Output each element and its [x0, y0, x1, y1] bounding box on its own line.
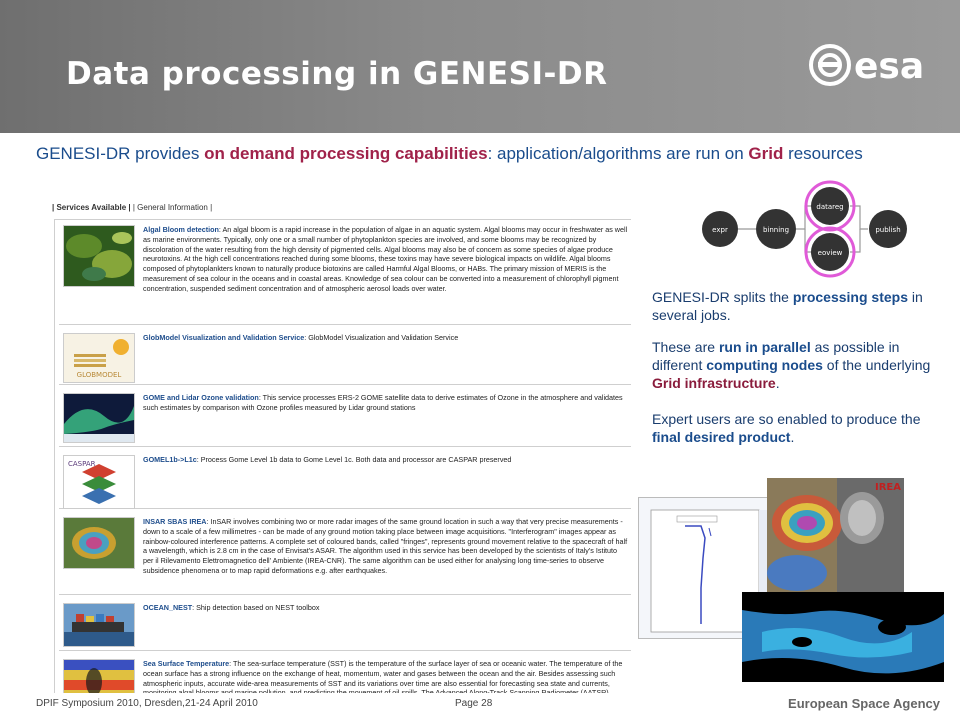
service-link[interactable]: GOMEL1b->L1c — [143, 455, 197, 464]
side-paragraph-1: GENESI-DR splits the processing steps in… — [652, 288, 952, 324]
side-paragraph-3: Expert users are so enabled to produce t… — [652, 410, 952, 446]
service-item[interactable]: GOME and Lidar Ozone validation: This se… — [59, 388, 631, 447]
caspar-thumbnail: CASPAR — [63, 455, 135, 509]
workflow-node-label: eoview — [818, 249, 843, 257]
footer-event: DPIF Symposium 2010, Dresden,21-24 April… — [36, 698, 258, 709]
intro-part: resources — [783, 144, 863, 163]
tab-services-available[interactable]: | Services Available | — [52, 203, 131, 212]
service-item[interactable]: Algal Bloom detection: An algal bloom is… — [59, 220, 631, 325]
globmodel-label: GLOBMODEL — [77, 371, 122, 379]
tab-general-information[interactable]: | General Information | — [132, 203, 213, 212]
insar-thumbnail — [63, 517, 135, 569]
esa-logo-icon: esa — [809, 44, 924, 87]
service-text: : GlobModel Visualization and Validation… — [304, 333, 459, 342]
side-text: GENESI-DR splits the — [652, 289, 793, 305]
service-text: : This service processes ERS-2 GOME sate… — [143, 393, 623, 412]
service-text: : An algal bloom is a rapid increase in … — [143, 225, 628, 293]
workflow-node-binning: binning — [756, 209, 796, 249]
side-highlight: computing nodes — [706, 357, 823, 373]
workflow-node-label: binning — [763, 226, 789, 234]
globmodel-thumbnail: GLOBMODEL — [63, 333, 135, 383]
service-description: OCEAN_NEST: Ship detection based on NEST… — [143, 603, 629, 613]
service-description: GOME and Lidar Ozone validation: This se… — [143, 393, 629, 413]
service-description: INSAR SBAS IREA: InSAR involves combinin… — [143, 517, 629, 576]
highlight-ring-icon — [804, 180, 856, 232]
ship-thumbnail — [63, 603, 135, 647]
irea-label: IREA — [875, 482, 901, 493]
service-description: GlobModel Visualization and Validation S… — [143, 333, 629, 343]
intro-highlight: Grid — [748, 144, 784, 163]
footer-page-number: Page 28 — [455, 698, 493, 709]
workflow-node-eoview: eoview — [811, 233, 849, 271]
service-text: : Process Gome Level 1b data to Gome Lev… — [196, 455, 512, 464]
intro-highlight: on demand processing capabilities — [204, 144, 488, 163]
intro-part: : application/algorithms are run on — [487, 144, 749, 163]
service-link[interactable]: GlobModel Visualization and Validation S… — [143, 333, 305, 342]
workflow-diagram: expr binning datareg eoview publish — [702, 180, 907, 278]
slide-footer: DPIF Symposium 2010, Dresden,21-24 April… — [0, 694, 960, 720]
workflow-node-datareg: datareg — [811, 187, 849, 225]
side-highlight: Grid infrastructure — [652, 375, 776, 391]
side-text: . — [775, 375, 780, 391]
side-text: of the underlying — [822, 357, 931, 373]
service-link[interactable]: OCEAN_NEST — [143, 603, 193, 612]
algal-bloom-thumbnail — [63, 225, 135, 287]
service-description: Algal Bloom detection: An algal bloom is… — [143, 225, 629, 294]
side-paragraph-2: These are run in parallel as possible in… — [652, 338, 952, 392]
service-link[interactable]: Algal Bloom detection — [143, 225, 219, 234]
services-tabs: | Services Available | | General Informa… — [52, 203, 632, 217]
highlight-ring-icon — [804, 226, 856, 278]
service-item[interactable]: OCEAN_NEST: Ship detection based on NEST… — [59, 598, 631, 651]
service-text: : The sea-surface temperature (SST) is t… — [143, 659, 623, 693]
workflow-node-label: publish — [875, 226, 900, 234]
service-link[interactable]: Sea Surface Temperature — [143, 659, 230, 668]
footer-organization: European Space Agency — [788, 696, 940, 711]
services-list: Algal Bloom detection: An algal bloom is… — [54, 219, 631, 693]
side-text: in several jobs. — [652, 289, 923, 323]
intro-part: GENESI-DR provides — [36, 144, 205, 163]
workflow-node-label: datareg — [816, 203, 843, 211]
service-text: : InSAR involves combining two or more r… — [143, 517, 628, 575]
interferogram-image: IREA — [767, 478, 904, 598]
slide-header: Data processing in GENESI-DR esa — [0, 0, 960, 133]
sst-thumbnail — [63, 659, 135, 693]
service-text: : Ship detection based on NEST toolbox — [192, 603, 320, 612]
esa-logo-text: esa — [854, 46, 924, 87]
side-text: Expert users are so enabled to produce t… — [652, 411, 921, 427]
service-item[interactable]: INSAR SBAS IREA: InSAR involves combinin… — [59, 512, 631, 595]
side-highlight: run in parallel — [718, 339, 811, 355]
slide-title: Data processing in GENESI-DR — [66, 56, 608, 92]
service-item[interactable]: CASPAR GOMEL1b->L1c: Process Gome Level … — [59, 450, 631, 509]
services-screenshot: | Services Available | | General Informa… — [52, 203, 632, 693]
aurora-thumbnail — [63, 393, 135, 443]
workflow-node-expr: expr — [702, 211, 738, 247]
workflow-node-publish: publish — [869, 210, 907, 248]
profile-plot-window — [638, 497, 785, 639]
service-link[interactable]: GOME and Lidar Ozone validation — [143, 393, 259, 402]
service-description: GOMEL1b->L1c: Process Gome Level 1b data… — [143, 455, 629, 465]
caspar-label: CASPAR — [68, 460, 96, 468]
service-link[interactable]: INSAR SBAS IREA — [143, 517, 207, 526]
service-item[interactable]: Sea Surface Temperature: The sea-surface… — [59, 654, 631, 693]
intro-text: GENESI-DR provides on demand processing … — [36, 142, 936, 166]
side-text: These are — [652, 339, 719, 355]
side-highlight: processing steps — [792, 289, 908, 305]
service-description: Sea Surface Temperature: The sea-surface… — [143, 659, 629, 693]
side-text: . — [790, 429, 795, 445]
service-item[interactable]: GLOBMODEL GlobModel Visualization and Va… — [59, 328, 631, 385]
workflow-node-label: expr — [712, 226, 728, 234]
side-highlight: final desired product — [652, 429, 791, 445]
sea-surface-map — [742, 592, 944, 682]
side-text: as possible in different — [652, 339, 900, 373]
